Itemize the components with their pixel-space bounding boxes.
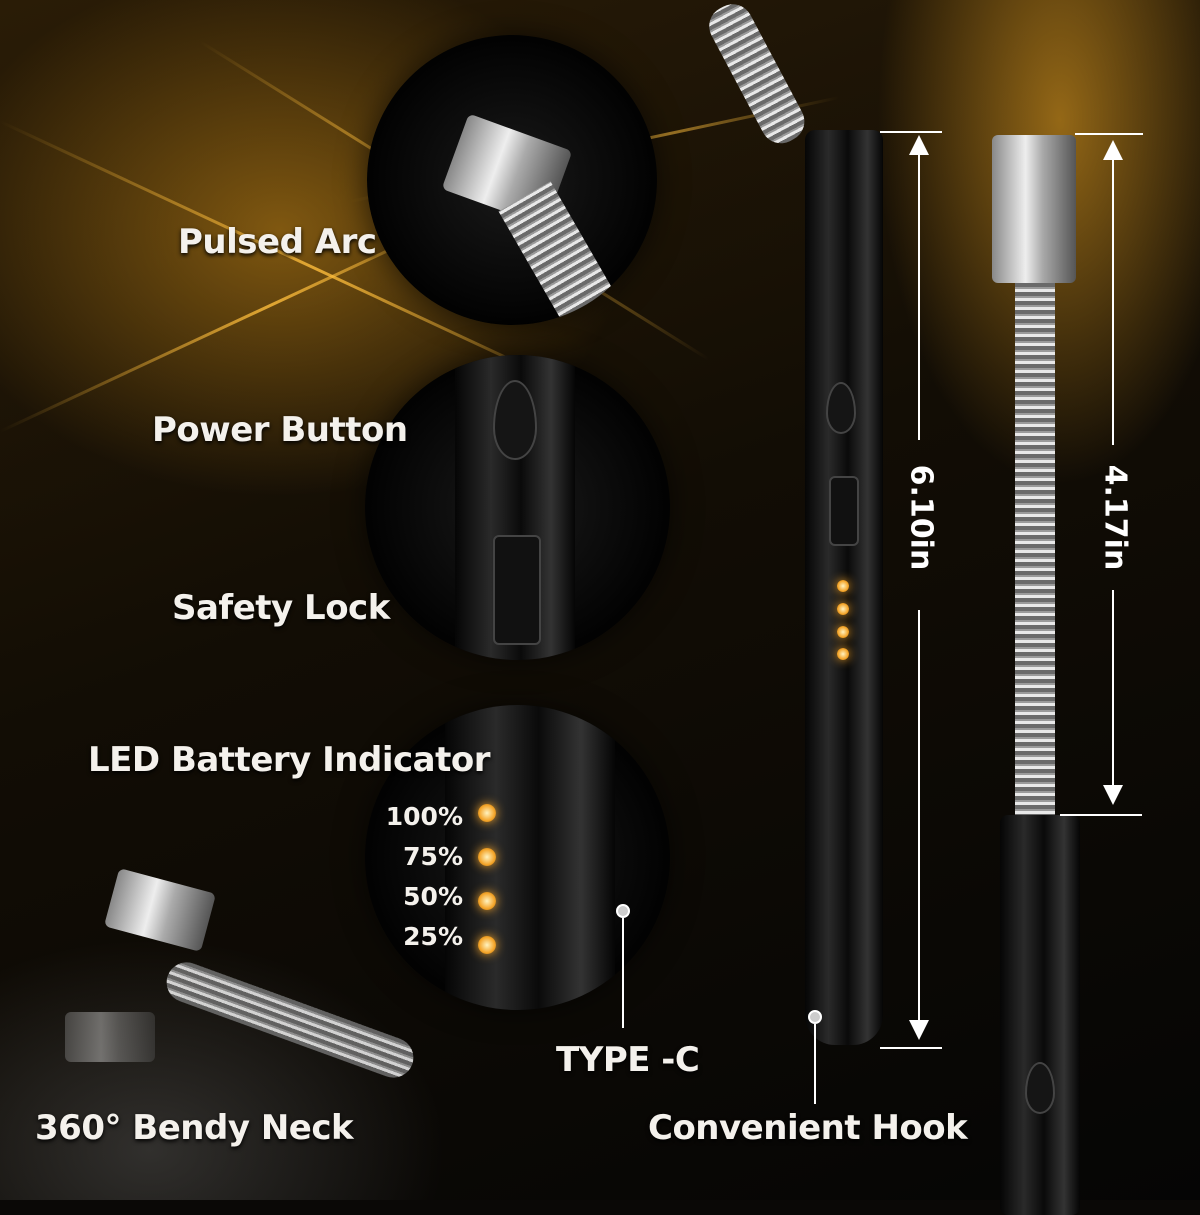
- dimension-line: [1075, 133, 1143, 135]
- label-safety-lock: Safety Lock: [172, 588, 390, 628]
- led-indicator: [837, 648, 849, 660]
- battery-level-label: 50%: [403, 882, 463, 911]
- body-length-label: 6.10in: [903, 464, 939, 571]
- led-indicator: [837, 626, 849, 638]
- pointer-line: [622, 918, 624, 1028]
- label-type-c: TYPE -C: [556, 1040, 700, 1080]
- neck-length-label: 4.17in: [1097, 464, 1133, 571]
- lighter-body: [1000, 815, 1080, 1215]
- label-hook: Convenient Hook: [648, 1108, 968, 1148]
- label-pulsed-arc: Pulsed Arc: [178, 222, 377, 262]
- arc-head: [992, 135, 1076, 283]
- led-indicator: [837, 603, 849, 615]
- dimension-line: [880, 131, 942, 133]
- type-c-port-marker: [616, 904, 630, 918]
- pointer-line: [814, 1024, 816, 1104]
- dimension-line: [918, 610, 920, 1030]
- led-indicator: [478, 892, 496, 910]
- dimension-line: [918, 150, 920, 440]
- power-button-icon: [826, 382, 856, 434]
- battery-level-label: 75%: [403, 842, 463, 871]
- led-indicator: [478, 936, 496, 954]
- dimension-line: [880, 1047, 942, 1049]
- safety-lock-icon: [493, 535, 541, 645]
- label-bendy-neck: 360° Bendy Neck: [35, 1108, 354, 1148]
- arrow-up-icon: [909, 135, 929, 155]
- hook-marker: [808, 1010, 822, 1024]
- led-closeup: [365, 705, 670, 1010]
- dimension-line: [1112, 590, 1114, 790]
- battery-level-label: 25%: [403, 922, 463, 951]
- arrow-down-icon: [909, 1020, 929, 1040]
- power-button-icon: [493, 380, 537, 460]
- arc-head-ghost: [65, 1012, 155, 1062]
- dimension-line: [1112, 155, 1114, 445]
- label-power-button: Power Button: [152, 410, 408, 450]
- lighter-neck: [1015, 283, 1055, 818]
- pulsed-arc-closeup: [367, 35, 657, 325]
- battery-level-label: 100%: [385, 802, 463, 831]
- arrow-up-icon: [1103, 140, 1123, 160]
- arrow-down-icon: [1103, 785, 1123, 805]
- button-closeup: [365, 355, 670, 660]
- led-indicator: [478, 848, 496, 866]
- label-led-indicator: LED Battery Indicator: [88, 740, 490, 780]
- safety-lock-icon: [829, 476, 859, 546]
- led-indicator: [478, 804, 496, 822]
- dimension-line: [1060, 814, 1142, 816]
- led-indicator: [837, 580, 849, 592]
- power-button-icon: [1025, 1062, 1055, 1114]
